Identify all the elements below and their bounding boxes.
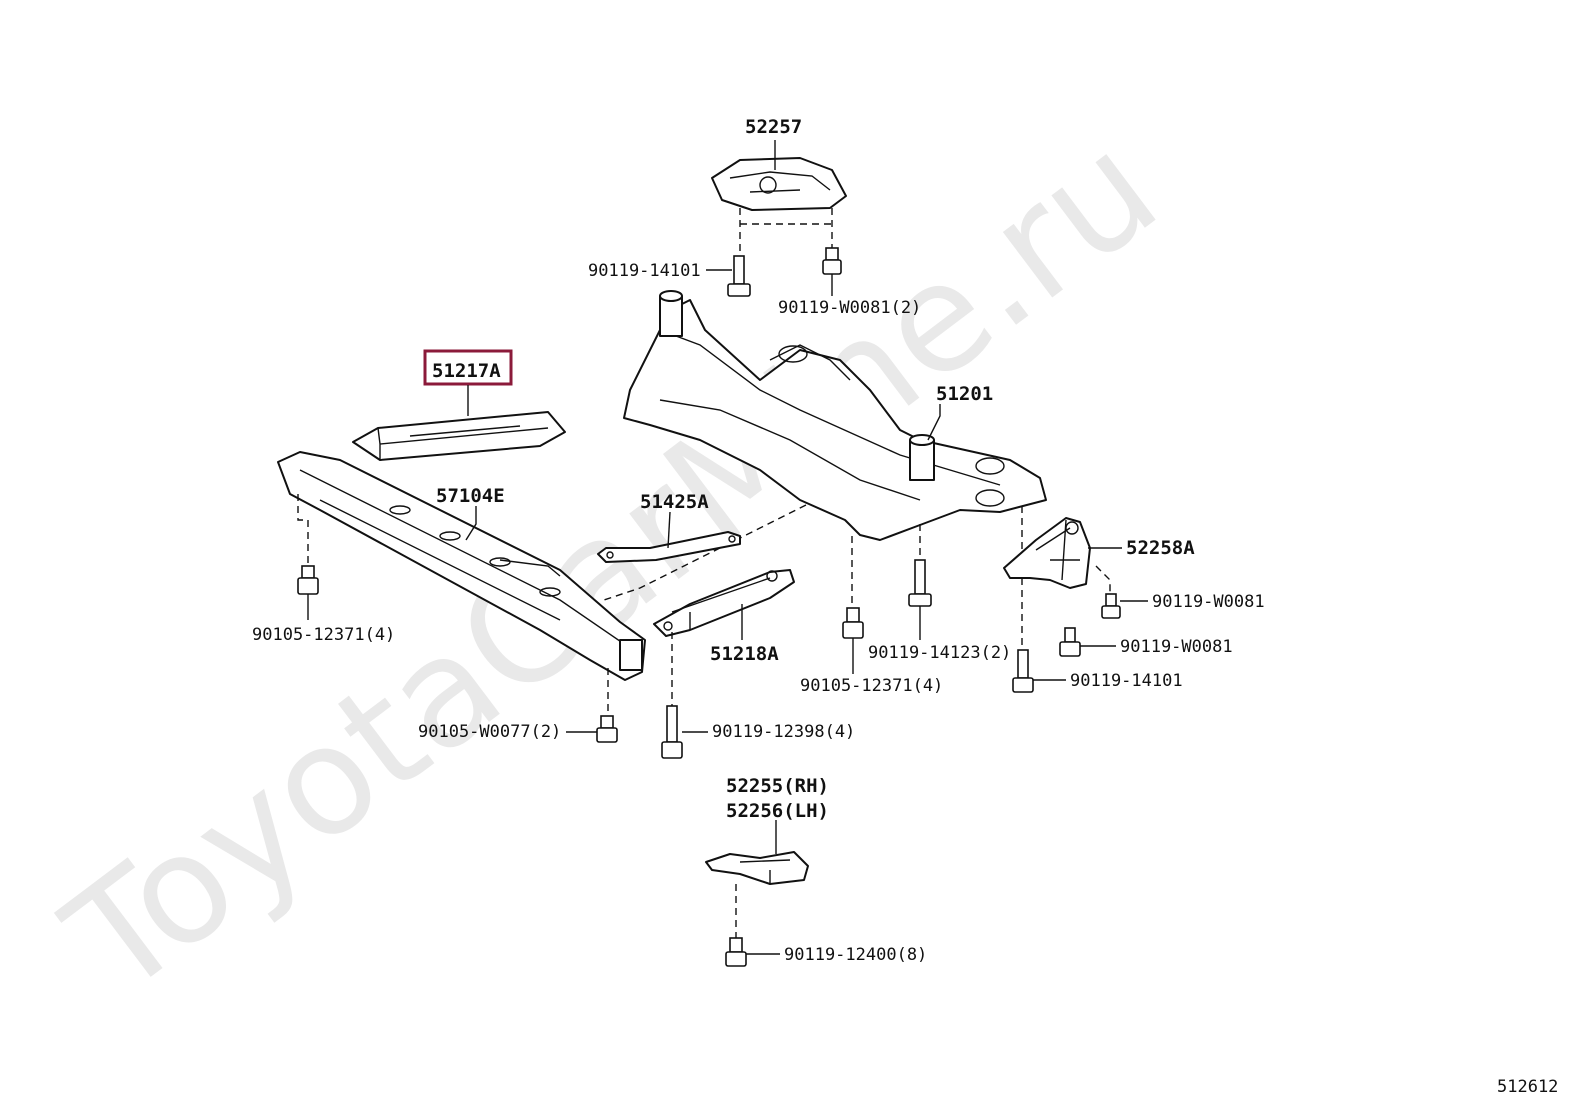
label-90105-12371-mid[interactable]: 90105-12371(4) — [800, 676, 943, 696]
label-52257[interactable]: 52257 — [745, 116, 802, 138]
bolt-90105-W0077[interactable] — [596, 715, 618, 743]
label-90105-12371-left[interactable]: 90105-12371(4) — [252, 625, 395, 645]
bolt-90119-W0081-top[interactable] — [822, 247, 842, 275]
label-52258A[interactable]: 52258A — [1126, 537, 1195, 559]
bolt-90105-12371-left[interactable] — [297, 565, 319, 595]
label-57104E[interactable]: 57104E — [436, 485, 505, 507]
label-90119-W0081-2[interactable]: 90119-W0081(2) — [778, 298, 921, 318]
label-90119-12398[interactable]: 90119-12398(4) — [712, 722, 855, 742]
label-90119-14101-right[interactable]: 90119-14101 — [1070, 671, 1183, 691]
part-57104E-member[interactable] — [277, 451, 646, 681]
part-51218A-bracket[interactable] — [653, 569, 795, 637]
part-52258A-bracket[interactable] — [1003, 517, 1091, 589]
label-51201[interactable]: 51201 — [936, 383, 993, 405]
label-52255-rh[interactable]: 52255(RH) — [726, 775, 829, 797]
label-51218A[interactable]: 51218A — [710, 643, 779, 665]
label-90119-14101-top[interactable]: 90119-14101 — [588, 261, 701, 281]
label-51217A[interactable]: 51217A — [432, 360, 501, 382]
label-51425A[interactable]: 51425A — [640, 491, 709, 513]
bolt-90119-14101-right[interactable] — [1012, 649, 1034, 693]
bolt-90119-12400[interactable] — [725, 937, 747, 967]
label-90119-W0081-b[interactable]: 90119-W0081 — [1120, 637, 1233, 657]
bolt-90119-14123[interactable] — [908, 559, 932, 607]
label-90119-14123[interactable]: 90119-14123(2) — [868, 643, 1011, 663]
label-90119-W0081-a[interactable]: 90119-W0081 — [1152, 592, 1265, 612]
part-52257-bracket[interactable] — [711, 157, 847, 211]
label-52256-lh[interactable]: 52256(LH) — [726, 800, 829, 822]
label-90105-W0077[interactable]: 90105-W0077(2) — [418, 722, 561, 742]
part-52255-52256-plate[interactable] — [705, 851, 809, 885]
part-51425A-brace[interactable] — [597, 531, 741, 563]
highlight-box-51217A — [423, 349, 513, 386]
label-90119-12400[interactable]: 90119-12400(8) — [784, 945, 927, 965]
bolt-90105-12371-mid[interactable] — [842, 607, 864, 639]
part-51217A-bracket[interactable] — [352, 411, 566, 461]
diagram-code: 512612 — [1497, 1077, 1558, 1097]
bolt-90119-12398[interactable] — [661, 705, 683, 759]
bolt-90119-W0081-b[interactable] — [1059, 627, 1081, 657]
bolt-90119-14101-top[interactable] — [727, 255, 751, 297]
part-51201-crossmember[interactable] — [623, 290, 1047, 541]
bolt-90119-W0081-a[interactable] — [1101, 593, 1121, 619]
